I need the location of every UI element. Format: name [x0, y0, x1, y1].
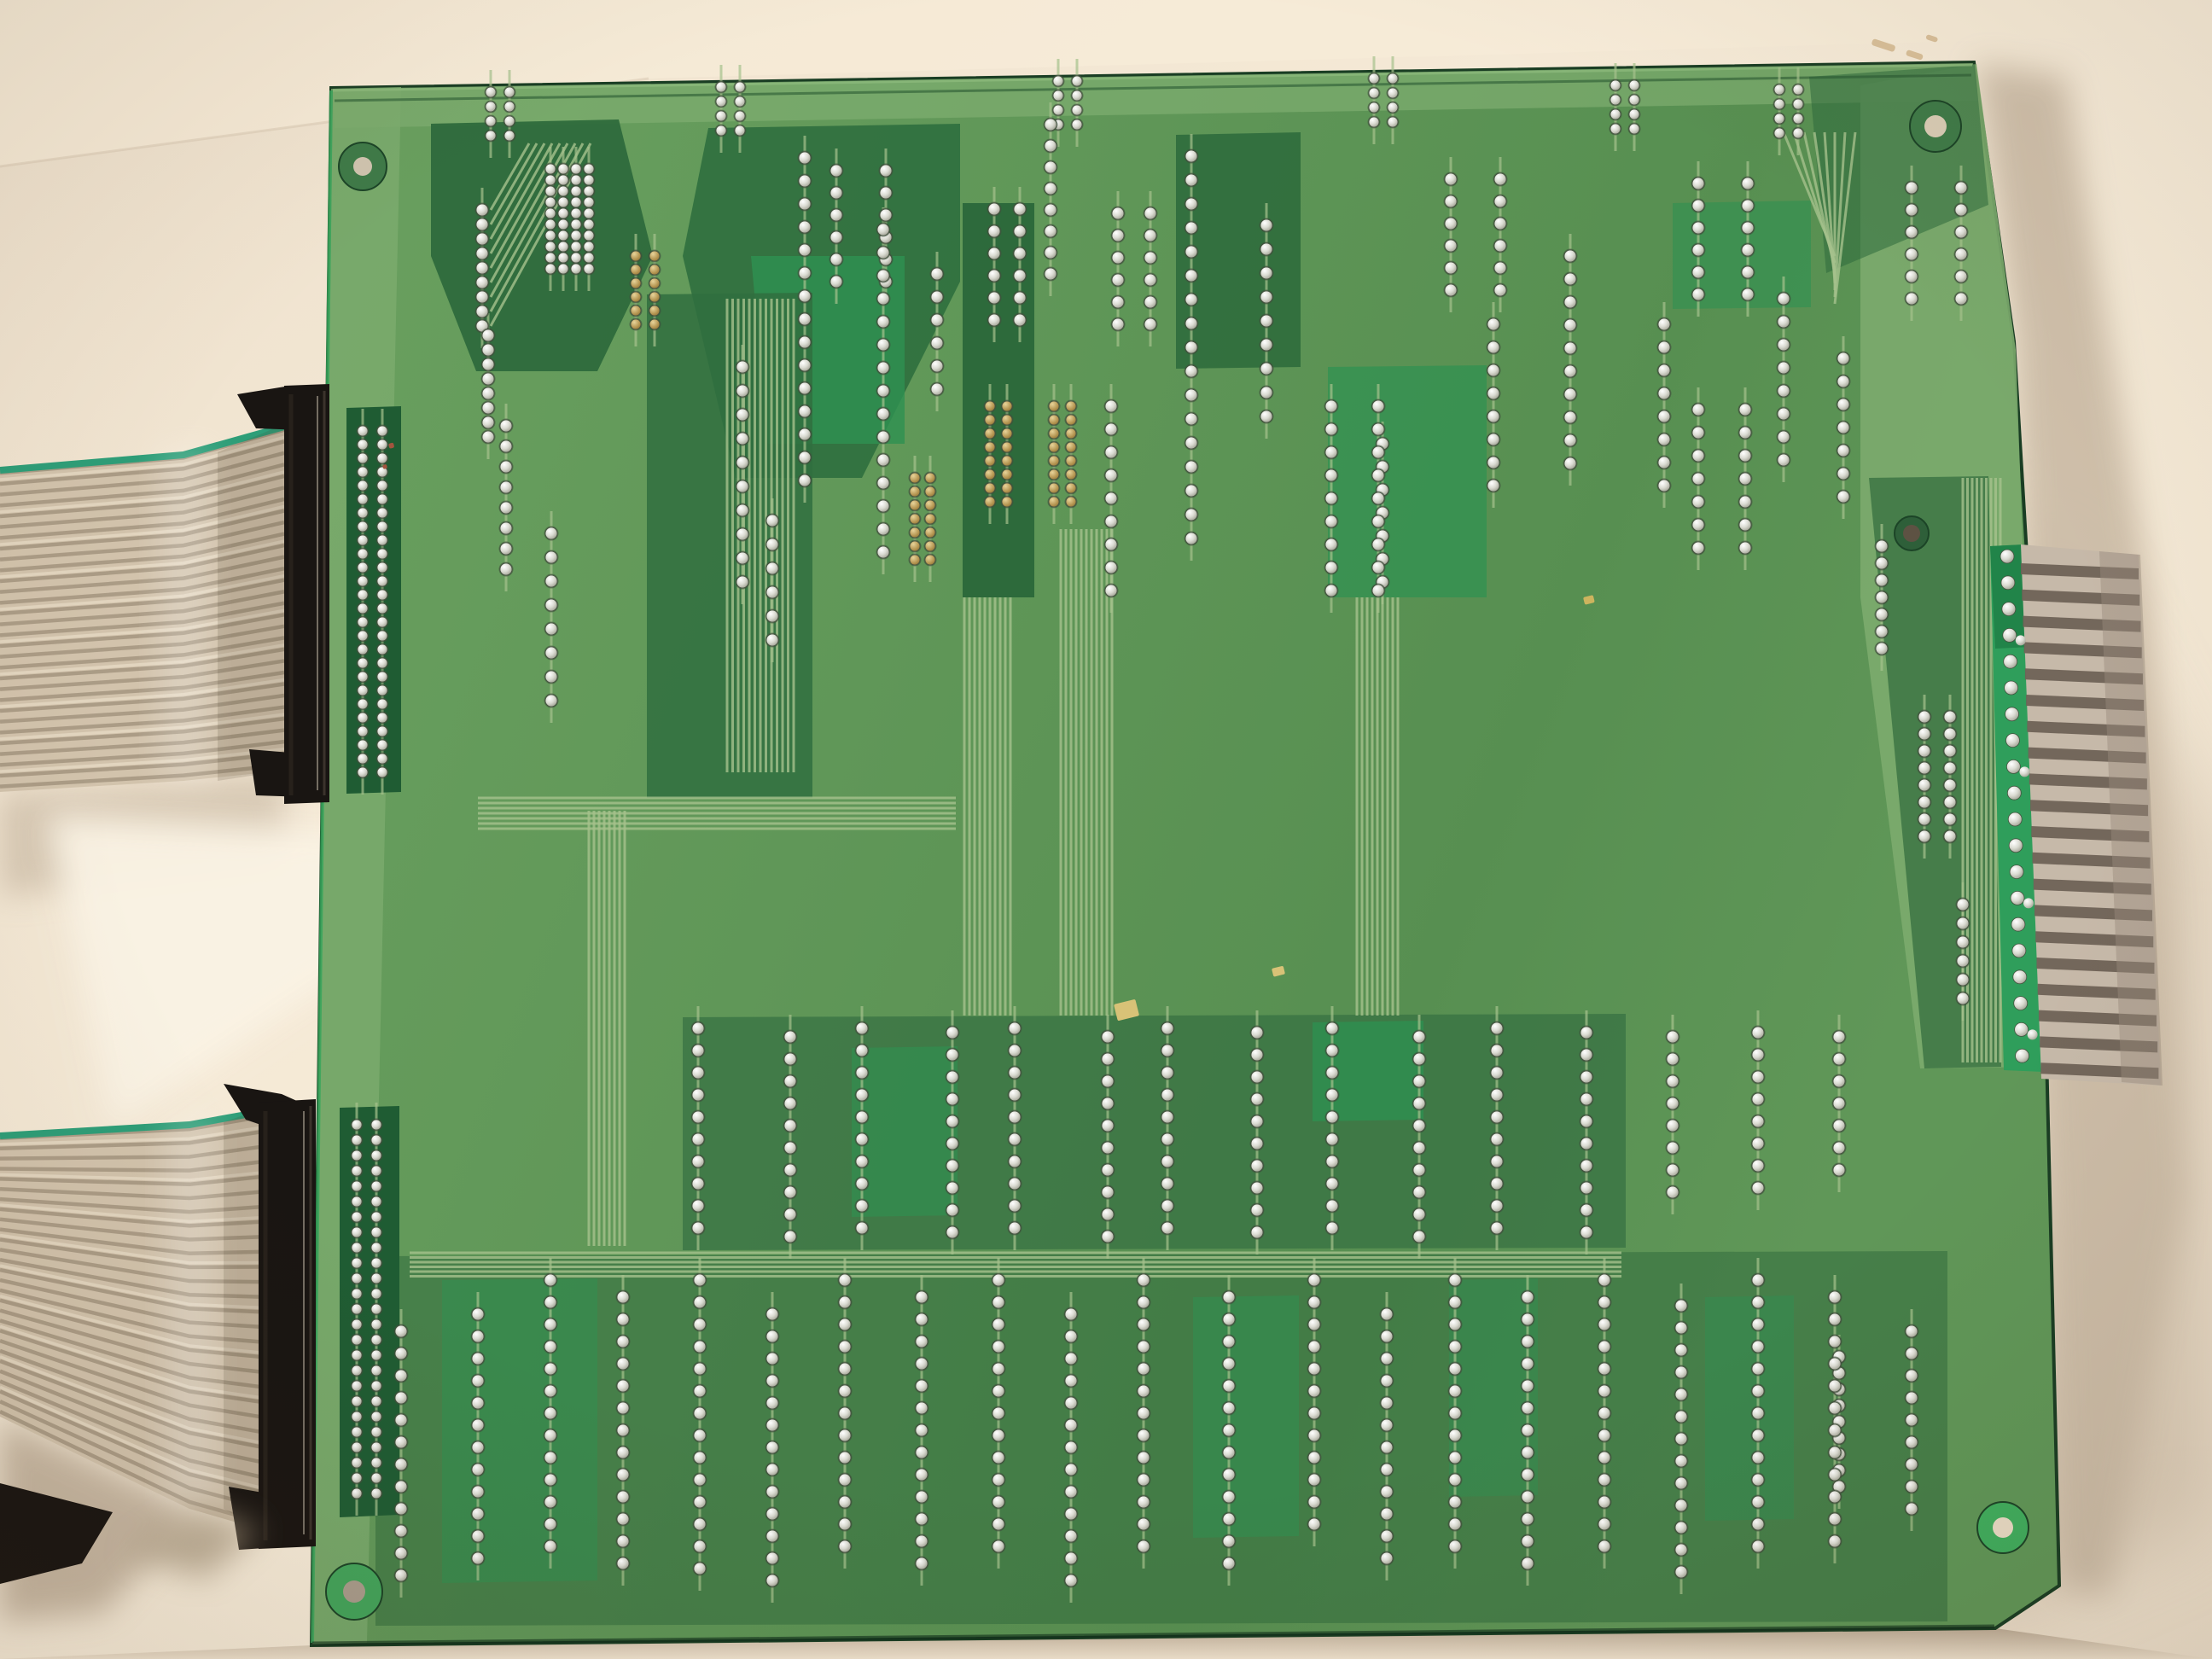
pcb-photo-canvas	[0, 0, 2212, 1659]
pcb-photo	[0, 0, 2212, 1659]
photo-vignette	[0, 0, 2212, 1659]
